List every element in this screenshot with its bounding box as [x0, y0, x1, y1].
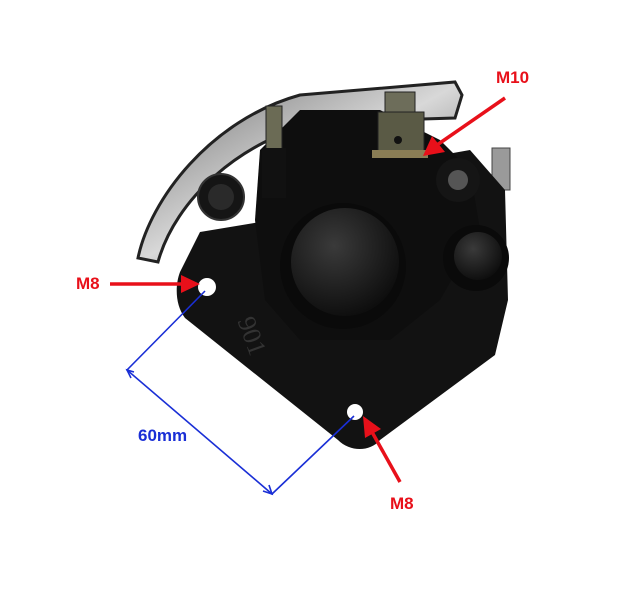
label-60mm: 60mm [138, 426, 188, 445]
banjo-bolt [384, 91, 416, 115]
red-arrows [110, 96, 506, 483]
mount-hole-bottom [347, 404, 363, 420]
label-m8-bottom: M8 [390, 494, 414, 513]
dimension-lines [125, 290, 355, 496]
label-m10: M10 [496, 68, 530, 87]
label-m8-left: M8 [76, 274, 100, 293]
mount-hole-left [198, 278, 216, 296]
